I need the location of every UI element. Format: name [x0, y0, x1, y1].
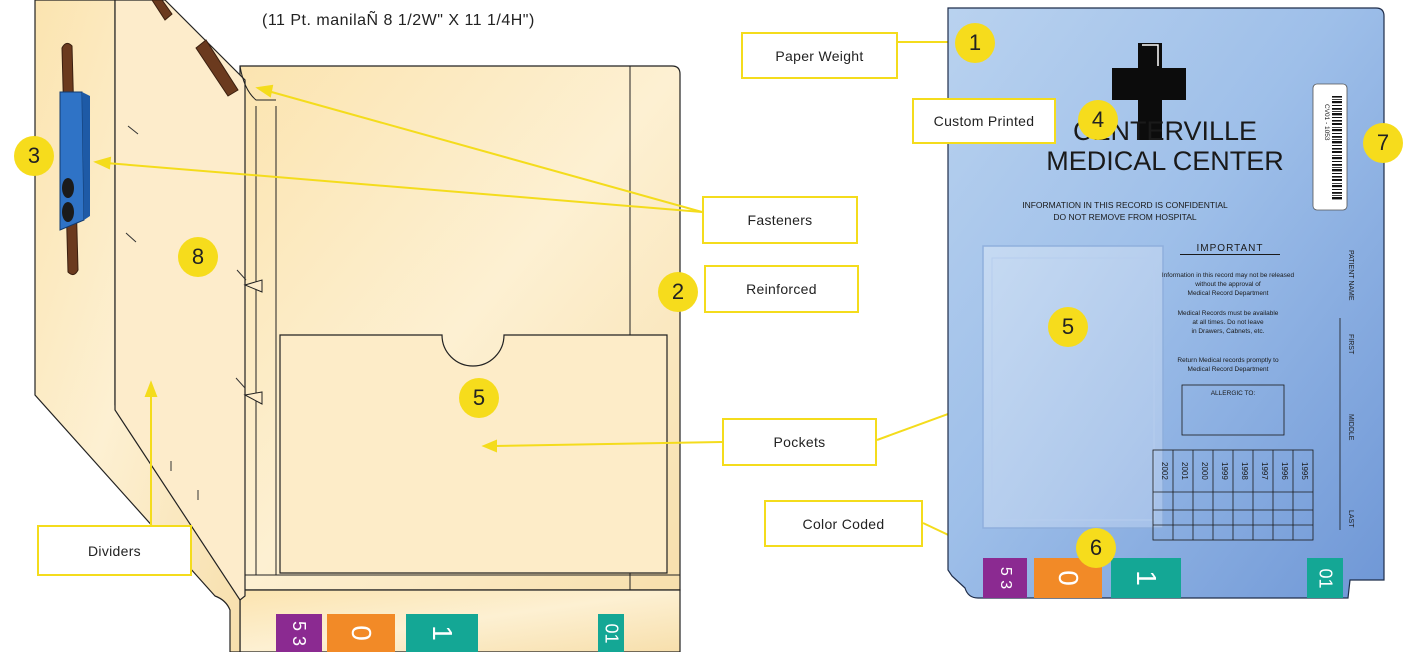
year-label: 1995 — [1300, 462, 1309, 480]
badge-3: 3 — [14, 136, 54, 176]
year-label: 2001 — [1180, 462, 1189, 480]
year-label: 2002 — [1160, 462, 1169, 480]
badge-2: 2 — [658, 272, 698, 312]
middle-name-label: MIDDLE — [1347, 414, 1354, 441]
color-tab-purple: 5 3 — [276, 614, 322, 652]
barcode-label — [1312, 83, 1348, 211]
color-tab-orange: 0 — [327, 614, 395, 652]
open-folder — [34, 0, 681, 652]
badge-8: 8 — [178, 237, 218, 277]
last-name-label: LAST — [1347, 510, 1354, 528]
note2-line-a: Medical Records must be available — [1177, 310, 1279, 317]
badge-7: 7 — [1363, 123, 1403, 163]
note2-line-b: at all times. Do not leave — [1192, 319, 1264, 326]
record-tab-teal: 1 — [1111, 558, 1181, 598]
confidential-line1: INFORMATION IN THIS RECORD IS CONFIDENTI… — [1022, 200, 1228, 210]
allergic-label: ALLERGIC TO: — [1210, 390, 1256, 397]
badge-1: 1 — [955, 23, 995, 63]
callout-fasteners: Fasteners — [702, 196, 858, 244]
record-clear-pocket — [982, 245, 1164, 529]
note1-line-c: Medical Record Department — [1187, 290, 1269, 297]
year-label: 1998 — [1240, 462, 1249, 480]
divider-fastener — [195, 39, 239, 97]
year-label: 1999 — [1220, 462, 1229, 480]
callout-pockets: Pockets — [722, 418, 877, 466]
badge-5-right: 5 — [1048, 307, 1088, 347]
callout-color-coded: Color Coded — [764, 500, 923, 547]
note3-line-a: Return Medical records promptly to — [1177, 357, 1279, 364]
medical-record-folder — [947, 7, 1385, 599]
note1-line-b: without the approval of — [1195, 281, 1261, 288]
badge-6: 6 — [1076, 528, 1116, 568]
divider-panel — [114, 0, 246, 601]
callout-dividers: Dividers — [37, 525, 192, 576]
color-tab-teal: 1 — [406, 614, 478, 652]
folder-pocket — [279, 334, 668, 574]
note2-line-c: in Drawers, Cabnets, etc. — [1191, 328, 1265, 335]
year-label: 1996 — [1280, 462, 1289, 480]
note3-line-b: Medical Record Department — [1187, 366, 1269, 373]
flap-fastener — [59, 42, 90, 276]
year-grid — [1152, 449, 1314, 541]
first-name-label: FIRST — [1347, 334, 1354, 355]
barcode-number: CV01 - 1053 — [1323, 104, 1330, 141]
cross-logo — [1112, 43, 1186, 140]
note1-line-a: Information in this record may not be re… — [1161, 272, 1295, 279]
color-tab-small: 01 — [598, 614, 624, 652]
barcode-icon — [1332, 96, 1342, 200]
record-tab-small: 01 — [1307, 558, 1343, 598]
paper-spec-text: (11 Pt. manilaÑ 8 1/2W" X 11 1/4H") — [262, 12, 535, 29]
confidential-line2: DO NOT REMOVE FROM HOSPITAL — [1053, 212, 1197, 222]
allergic-box — [1181, 384, 1285, 436]
badge-5-left: 5 — [459, 378, 499, 418]
callout-reinforced: Reinforced — [704, 265, 859, 313]
year-label: 1997 — [1260, 462, 1269, 480]
hospital-name-line2: MEDICAL CENTER — [1046, 146, 1284, 176]
callout-paper-weight: Paper Weight — [741, 32, 898, 79]
callout-custom-printed: Custom Printed — [912, 98, 1056, 144]
year-label: 2000 — [1200, 462, 1209, 480]
badge-4: 4 — [1078, 100, 1118, 140]
record-tab-purple: 5 3 — [983, 558, 1027, 598]
patient-name-label: PATIENT NAME — [1347, 250, 1354, 301]
important-heading: IMPORTANT — [1180, 243, 1280, 255]
